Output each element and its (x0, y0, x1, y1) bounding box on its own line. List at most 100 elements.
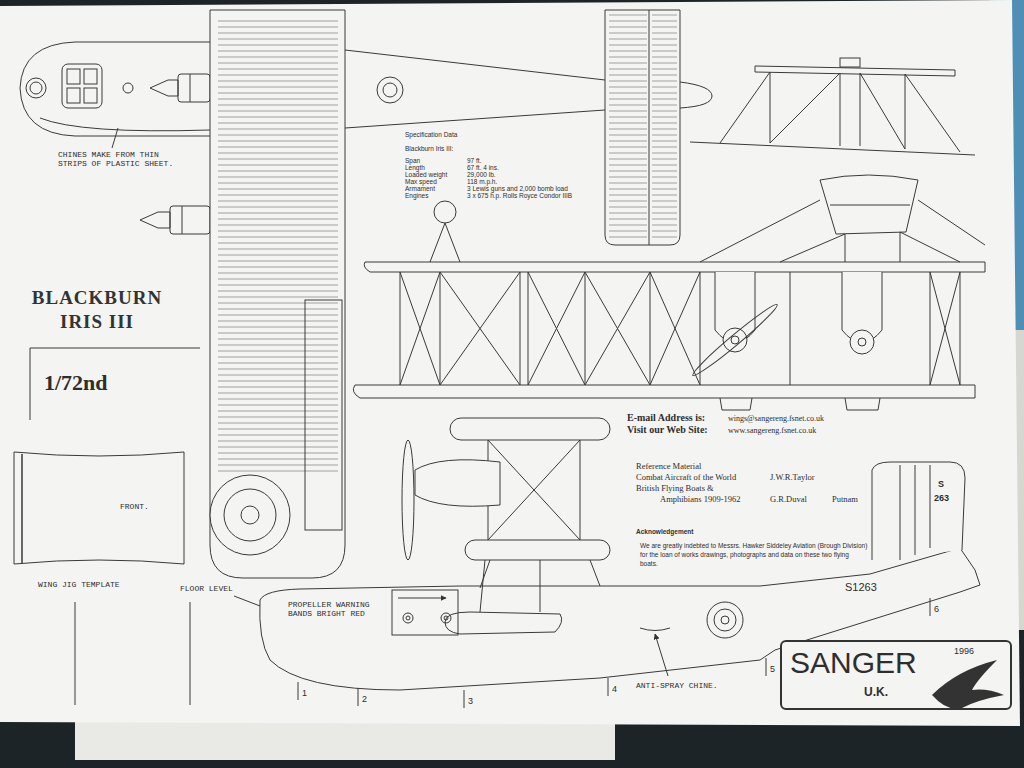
side-view-part (450, 418, 610, 440)
front-view-part (731, 336, 739, 344)
maker-country: U.K. (864, 686, 888, 700)
serial-number: 263 (934, 493, 949, 503)
plan-view-part (241, 506, 259, 524)
jig-outline (14, 452, 184, 564)
plan-view (20, 10, 712, 578)
side-view-part (900, 465, 930, 560)
plan-view-part (218, 16, 338, 476)
tail-front-view-part (720, 72, 960, 152)
side-view-part (392, 590, 458, 635)
contact-text: wings@sangereng.fsnet.co.uk (728, 414, 824, 423)
jig-edge (21, 454, 23, 563)
front-view-part (434, 201, 456, 223)
side-view-part (112, 128, 118, 148)
plan-view-part (190, 74, 191, 102)
drawing-title: BLACKBURN IRIS III (22, 286, 172, 334)
maker-logo-box: SANGERU.K.1996 (780, 640, 1012, 710)
contact-text: Visit our Web Site: (627, 424, 708, 436)
contact-text: E-mail Address is: (627, 412, 705, 424)
tail-front-view (690, 58, 975, 155)
front-view-part (820, 175, 918, 234)
plan-view-part (62, 64, 102, 108)
front-view-part (364, 262, 985, 272)
callout-label: PROPELLER WARNING BANDS BRIGHT RED (288, 600, 384, 618)
station-number: 3 (468, 696, 473, 706)
spec-text: Specification Data (405, 131, 457, 138)
reference-text: G.R.Duval (770, 495, 807, 505)
plan-view-part (210, 475, 290, 555)
plan-view-part (210, 10, 345, 578)
front-view (353, 175, 985, 410)
side-view-part (441, 613, 451, 623)
plan-view-part (652, 14, 677, 239)
callout-label: FLOOR LEVEL (180, 584, 233, 593)
front-view-part (430, 223, 460, 262)
plan-view-part (67, 69, 80, 84)
spec-text: Length (405, 164, 425, 171)
reference-text: Combat Aircraft of the World (636, 473, 736, 483)
spec-text: Armament (405, 185, 435, 192)
plan-view-part (40, 118, 210, 131)
plan-view-part (123, 83, 133, 93)
side-view-part (488, 440, 580, 540)
side-view-part (465, 540, 610, 560)
spec-text: Max speed (405, 178, 437, 185)
side-view-part (444, 616, 448, 620)
node-outline (8, 446, 190, 596)
front-view-part (400, 272, 960, 385)
side-view-part (872, 462, 965, 560)
jig-template: FRONT. WING JIG TEMPLATE (8, 446, 190, 596)
station-number: 4 (612, 684, 617, 694)
side-view-part (260, 548, 980, 690)
front-view-part (720, 398, 880, 410)
eagle-emblem (932, 660, 1004, 709)
reference-text: Reference Material (636, 462, 701, 472)
side-view-part (75, 602, 190, 705)
station-number: 5 (770, 664, 775, 674)
plan-view-part (84, 69, 97, 84)
note-label: CHINES MAKE FROM THIN STRIPS OF PLASTIC … (58, 150, 186, 168)
acknowledgement-text: Acknowledgement (636, 528, 693, 535)
station-number: 1 (302, 688, 307, 698)
plan-view-part (609, 14, 647, 239)
station-number: 2 (362, 694, 367, 704)
front-view-part (700, 200, 985, 262)
acknowledgement-text: We are greatly indebted to Messrs. Hawke… (640, 542, 868, 568)
plan-view-part (224, 489, 276, 541)
spec-text: Engines (405, 192, 429, 199)
direction-label: FRONT. (120, 502, 149, 511)
side-view-part (234, 596, 260, 606)
plan-view-part (649, 10, 650, 245)
spec-text: 3 Lewis guns and 2,000 bomb load (467, 185, 568, 192)
plan-view-part (383, 83, 397, 97)
side-view-part (721, 616, 729, 624)
plan-view-part (26, 78, 46, 98)
side-view-part (406, 616, 410, 620)
plan-view-part (182, 206, 183, 234)
serial-number: S (938, 479, 944, 489)
contact-text: www.sangereng.fsnet.co.uk (728, 426, 816, 435)
template-caption: WING JIG TEMPLATE (38, 580, 120, 589)
spec-text: 118 m.p.h. (467, 178, 497, 185)
plan-view-part (67, 88, 80, 103)
plan-view-part (605, 10, 680, 245)
reference-text: British Flying Boats & (636, 484, 714, 494)
side-view-part (415, 460, 500, 506)
background-part (0, 0, 1020, 726)
scale-label: 1/72nd (44, 370, 108, 395)
spec-text: 97 ft. (467, 157, 481, 164)
side-view-part (714, 609, 736, 631)
plan-view-part (84, 88, 97, 103)
tail-front-view-part (770, 72, 905, 149)
front-view-part (400, 272, 960, 385)
spec-text: Blackburn Iris III: (405, 145, 453, 152)
plan-view-part (178, 74, 210, 102)
side-view-part (403, 613, 413, 623)
maker-name: SANGER (790, 648, 917, 678)
reference-text: Amphibians 1909-1962 (660, 495, 741, 505)
side-view-part (655, 634, 668, 676)
plan-view-part (377, 77, 403, 103)
